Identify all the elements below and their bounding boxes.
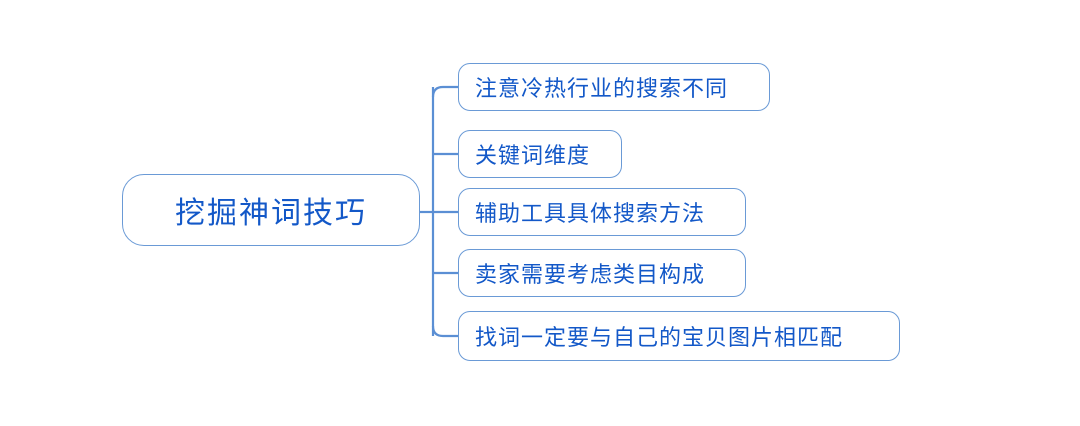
branch-node-5-label: 找词一定要与自己的宝贝图片相匹配	[475, 325, 844, 350]
branch-node-2-label: 关键词维度	[475, 143, 591, 168]
branch-node-3-label: 辅助工具具体搜索方法	[475, 201, 706, 226]
branch-node-4[interactable]: 卖家需要考虑类目构成	[458, 249, 746, 297]
branch-node-4-label: 卖家需要考虑类目构成	[475, 262, 706, 287]
branch-node-2[interactable]: 关键词维度	[458, 130, 622, 178]
connector-branch-1	[431, 85, 458, 98]
branch-node-5[interactable]: 找词一定要与自己的宝贝图片相匹配	[458, 311, 900, 361]
branch-node-1-label: 注意冷热行业的搜索不同	[475, 76, 729, 101]
branch-node-1[interactable]: 注意冷热行业的搜索不同	[458, 63, 770, 111]
branch-node-3[interactable]: 辅助工具具体搜索方法	[458, 188, 746, 236]
root-node-label: 挖掘神词技巧	[175, 197, 367, 230]
root-node[interactable]: 挖掘神词技巧	[122, 174, 420, 246]
connector-branch-5	[431, 325, 458, 338]
